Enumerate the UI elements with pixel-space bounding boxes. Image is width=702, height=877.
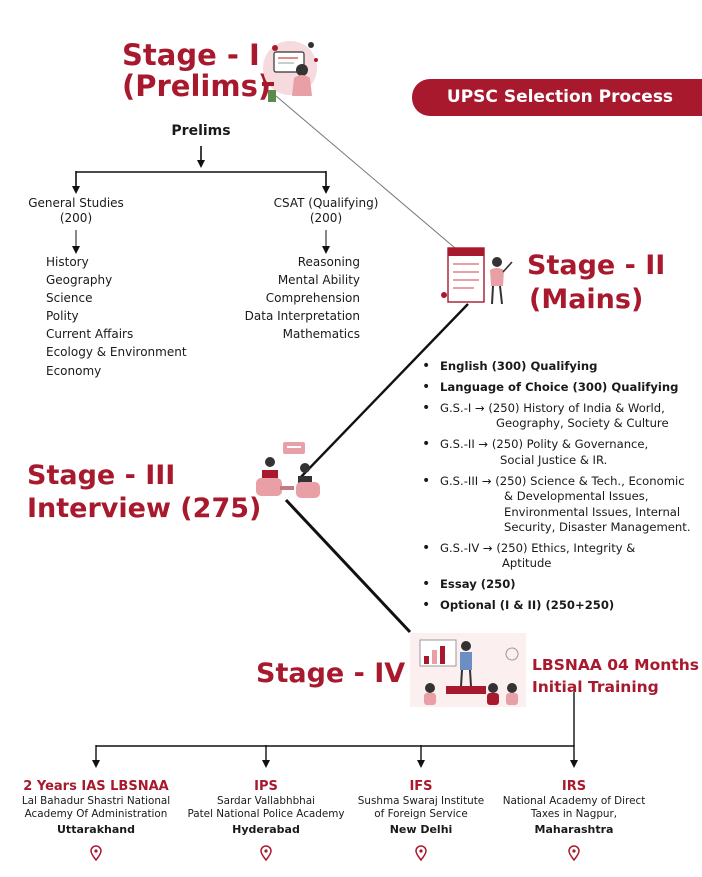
location-pin-icon [415, 845, 427, 862]
list-item: History [46, 255, 89, 269]
list-item: Mental Ability [277, 273, 360, 288]
stage1-heading: Stage - I (Prelims) [122, 38, 272, 104]
list-item: G.S.-II → (250) Polity & Governance, Soc… [420, 437, 702, 468]
prelims-root-label: Prelims [171, 123, 231, 139]
training-line1: LBSNAA 04 Months [532, 656, 699, 674]
stage2-heading: Stage - II (Mains) [527, 249, 665, 317]
csat-branch-heading: CSAT (Qualifying) (200) [256, 196, 396, 226]
connector-stage2-stage3 [299, 303, 469, 479]
stage3-heading: Stage - III Interview (275) [27, 459, 261, 525]
service-title: IFS [409, 779, 433, 794]
gs-marks: (200) [59, 211, 93, 225]
service-location: Maharashtra [534, 822, 614, 836]
service-academy-line2: of Foreign Service [374, 808, 468, 821]
list-item: G.S.-IV → (250) Ethics, Integrity & Apti… [420, 541, 702, 572]
list-item: Reasoning [297, 255, 360, 269]
list-item: G.S.-III → (250) Science & Tech., Econom… [420, 474, 702, 536]
service-location: Uttarakhand [57, 822, 135, 836]
stage2-subtitle: (Mains) [529, 284, 644, 315]
location-pin-icon [260, 845, 272, 862]
csat-subject-list: Reasoning Mental Ability Comprehension D… [236, 253, 360, 343]
csat-title: CSAT (Qualifying) [273, 196, 379, 210]
list-item: Mathematics [282, 327, 360, 342]
connector-stage3-stage4 [284, 498, 412, 634]
list-item: Essay (250) [420, 577, 702, 592]
service-title: 2 Years IAS LBSNAA [23, 779, 169, 794]
stage2-title: Stage - II [527, 250, 666, 281]
service-academy-line2: Academy Of Administration [24, 808, 168, 821]
service-academy-line1: National Academy of Direct [502, 795, 646, 807]
service-ips: IPS Sardar Vallabhbhai Patel National Po… [186, 778, 346, 838]
service-location: Hyderabad [232, 822, 300, 836]
gs-title: General Studies [28, 196, 124, 210]
list-item: Language of Choice (300) Qualifying [420, 380, 702, 395]
list-item: Optional (I & II) (250+250) [420, 598, 702, 613]
gs-branch-heading: General Studies (200) [6, 196, 146, 226]
service-title: IRS [561, 779, 587, 794]
service-academy-line1: Sardar Vallabhbhai [216, 795, 315, 807]
list-item: Geography [46, 273, 113, 288]
list-item: Economy [46, 363, 102, 378]
stage4-title: Stage - IV [256, 658, 406, 689]
location-pin-icon [90, 845, 102, 862]
service-academy-line1: Sushma Swaraj Institute [357, 795, 485, 807]
csat-marks: (200) [309, 211, 343, 225]
service-irs: IRS National Academy of Direct Taxes in … [496, 778, 652, 838]
training-label: LBSNAA 04 Months Initial Training [532, 654, 699, 698]
service-academy-line2: Patel National Police Academy [187, 808, 345, 821]
process-title-badge: UPSC Selection Process [412, 79, 702, 116]
service-ifs: IFS Sushma Swaraj Institute of Foreign S… [346, 778, 496, 838]
list-item: Ecology & Environment [46, 345, 187, 360]
connector-stage1-stage2 [275, 95, 456, 249]
list-item: Science [46, 291, 93, 306]
training-line2: Initial Training [532, 678, 659, 696]
service-ias: 2 Years IAS LBSNAA Lal Bahadur Shastri N… [6, 778, 186, 838]
list-item: Comprehension [265, 291, 360, 306]
mains-paper-list: English (300) Qualifying Language of Cho… [420, 359, 702, 619]
stage1-title: Stage - I [122, 38, 260, 72]
list-item: Data Interpretation [244, 309, 360, 324]
service-title: IPS [254, 779, 278, 794]
list-item: Current Affairs [46, 327, 134, 342]
service-academy-line2: Taxes in Nagpur, [530, 808, 618, 821]
gs-subject-list: History Geography Science Polity Current… [46, 253, 187, 380]
list-item: G.S.-I → (250) History of India & World,… [420, 401, 702, 432]
stage3-title: Stage - III [27, 460, 176, 491]
location-pin-icon [568, 845, 580, 862]
service-location: New Delhi [389, 822, 453, 836]
service-academy-line1: Lal Bahadur Shastri National [21, 795, 171, 807]
list-item: Polity [46, 309, 79, 324]
stage3-subtitle: Interview (275) [27, 493, 262, 524]
stage1-subtitle: (Prelims) [122, 69, 272, 104]
list-item: English (300) Qualifying [420, 359, 702, 374]
